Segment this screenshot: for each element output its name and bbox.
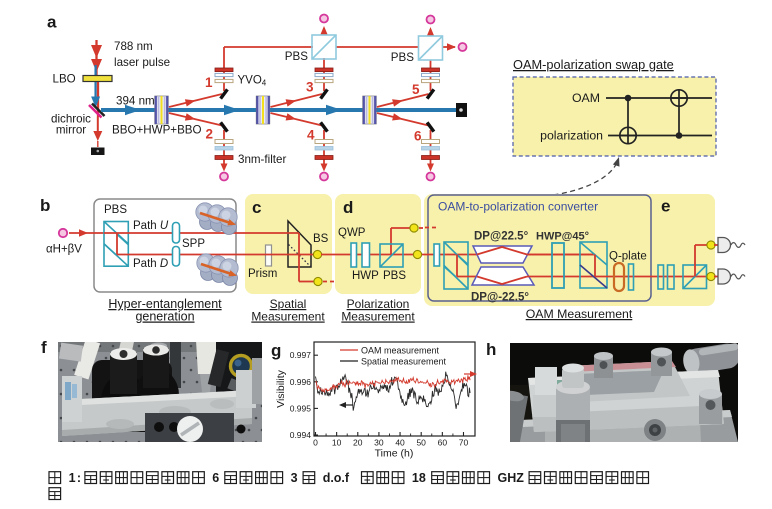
svg-text:3: 3 xyxy=(306,80,314,95)
svg-text:LBO: LBO xyxy=(53,73,76,86)
svg-text:3nm-filter: 3nm-filter xyxy=(238,153,286,166)
svg-text:DP@-22.5°: DP@-22.5° xyxy=(471,292,529,304)
svg-text:0.995: 0.995 xyxy=(290,403,312,413)
svg-text:HWP@45°: HWP@45° xyxy=(536,231,589,243)
svg-text:30: 30 xyxy=(374,438,384,448)
svg-text:394 nm: 394 nm xyxy=(116,95,155,108)
svg-text:70: 70 xyxy=(459,438,469,448)
svg-text:OAM measurement: OAM measurement xyxy=(361,346,440,356)
svg-text:10: 10 xyxy=(332,438,342,448)
svg-text:PBS: PBS xyxy=(391,51,414,64)
svg-text:mirror: mirror xyxy=(56,124,86,137)
svg-text:18: 18 xyxy=(412,471,426,485)
svg-text:Q-plate: Q-plate xyxy=(609,251,647,263)
svg-text:f: f xyxy=(41,338,47,357)
svg-text:788 nm: 788 nm xyxy=(114,40,153,53)
svg-text:1: 1 xyxy=(69,471,76,485)
svg-text:d.o.f: d.o.f xyxy=(323,471,350,485)
svg-text:Prism: Prism xyxy=(248,268,277,280)
svg-text:1: 1 xyxy=(205,75,213,90)
svg-text:40: 40 xyxy=(395,438,405,448)
svg-text:50: 50 xyxy=(416,438,426,448)
svg-text:QWP: QWP xyxy=(338,227,366,239)
svg-text:Visibility: Visibility xyxy=(275,369,287,407)
svg-text:d: d xyxy=(343,198,353,217)
svg-text:Hyper-entanglement: Hyper-entanglement xyxy=(108,297,222,311)
svg-text:0: 0 xyxy=(313,438,318,448)
svg-text:BS: BS xyxy=(313,233,329,245)
svg-text:Measurement: Measurement xyxy=(341,310,415,324)
svg-text:6: 6 xyxy=(212,471,219,485)
svg-text:0.994: 0.994 xyxy=(290,430,312,440)
svg-text:Time (h): Time (h) xyxy=(375,448,414,460)
svg-text:OAM-to-polarization converter: OAM-to-polarization converter xyxy=(438,200,598,214)
svg-text:laser pulse: laser pulse xyxy=(114,56,170,69)
svg-text:Path D: Path D xyxy=(133,258,168,270)
svg-text:HWP: HWP xyxy=(352,270,379,282)
svg-text:a: a xyxy=(47,13,57,32)
svg-text:0.996: 0.996 xyxy=(290,377,312,387)
svg-text:e: e xyxy=(661,197,670,216)
svg-text:dichroic: dichroic xyxy=(51,113,91,126)
svg-text:αH+βV: αH+βV xyxy=(46,244,82,256)
svg-text:Spatial: Spatial xyxy=(270,297,307,311)
svg-text:OAM Measurement: OAM Measurement xyxy=(526,307,633,321)
svg-text:20: 20 xyxy=(353,438,363,448)
svg-text:generation: generation xyxy=(135,310,194,324)
svg-text:Measurement: Measurement xyxy=(251,310,325,324)
svg-text:h: h xyxy=(486,340,496,359)
svg-text:60: 60 xyxy=(438,438,448,448)
svg-text:GHZ: GHZ xyxy=(498,471,525,485)
svg-text::: : xyxy=(77,471,81,485)
svg-text:b: b xyxy=(40,196,50,215)
svg-text:OAM-polarization swap gate: OAM-polarization swap gate xyxy=(513,57,674,72)
svg-text:0.997: 0.997 xyxy=(290,350,312,360)
svg-text:OAM: OAM xyxy=(572,91,600,105)
svg-text:3: 3 xyxy=(291,471,298,485)
svg-text:Path U: Path U xyxy=(133,220,169,232)
svg-text:PBS: PBS xyxy=(104,204,127,216)
svg-text:c: c xyxy=(252,198,261,217)
svg-text:2: 2 xyxy=(206,127,214,142)
svg-text:4: 4 xyxy=(307,128,315,143)
svg-text:Spatial measurement: Spatial measurement xyxy=(361,357,447,367)
svg-text:polarization: polarization xyxy=(540,129,603,143)
svg-text:5: 5 xyxy=(412,82,420,97)
svg-text:PBS: PBS xyxy=(285,50,308,63)
svg-text:Polarization: Polarization xyxy=(347,297,410,311)
svg-text:DP@22.5°: DP@22.5° xyxy=(474,231,529,243)
svg-text:YVO4: YVO4 xyxy=(238,75,267,88)
svg-text:SPP: SPP xyxy=(182,238,205,250)
svg-text:PBS: PBS xyxy=(383,270,406,282)
svg-text:g: g xyxy=(271,341,281,360)
svg-text:BBO+HWP+BBO: BBO+HWP+BBO xyxy=(112,124,202,137)
svg-text:6: 6 xyxy=(414,129,422,144)
